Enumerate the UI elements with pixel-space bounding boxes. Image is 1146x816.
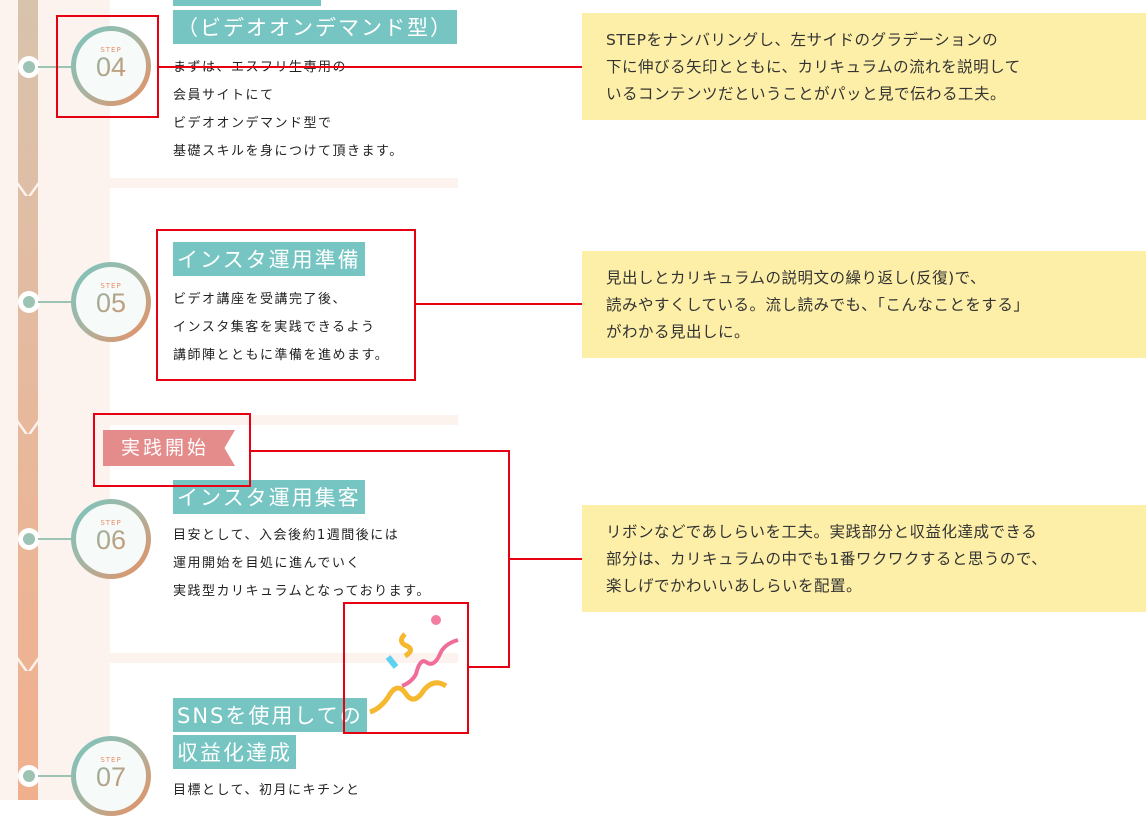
note-line: がわかる見出しに。 (606, 323, 751, 341)
section-divider (110, 415, 458, 425)
confetti-ribbon (369, 680, 448, 715)
step-title: インスタ運用準備 (173, 242, 365, 276)
note-line: STEPをナンバリングし、左サイドのグラデーションの (606, 31, 999, 49)
timeline-connector (38, 301, 74, 303)
annotation-box (56, 15, 159, 118)
confetti-dot (431, 615, 441, 625)
annotation-line (469, 666, 510, 668)
annotation-box (156, 229, 416, 381)
confetti-ribbon (399, 632, 413, 659)
step-description: ビデオ講座を受講完了後、インスタ集客を実践できるよう講師陣とともに準備を進めます… (173, 286, 389, 370)
ribbon-label: 実践開始 (103, 430, 235, 466)
section-divider (110, 653, 458, 663)
text-line: 目標として、初月にキチンと (173, 783, 361, 798)
step-title: （ビデオオンデマンド型） (173, 10, 457, 44)
note-line: 部分は、カリキュラムの中でも1番ワクワクすると思うので、 (606, 550, 1048, 568)
annotation-box (93, 413, 251, 487)
annotation-line (416, 303, 582, 305)
step-label: STEP (100, 46, 122, 54)
note-line: リボンなどであしらいを工夫。実践部分と収益化達成できる (606, 523, 1038, 541)
timeline-connector (38, 775, 74, 777)
annotation-box (343, 602, 469, 734)
step-description: 目安として、入会後約1週間後には運用開始を目処に進んでいく実践型カリキュラムとな… (173, 522, 431, 606)
section-divider (110, 178, 458, 188)
confetti-piece (385, 655, 399, 669)
step-title: 収益化達成 (173, 735, 296, 769)
note-line: いるコンテンツだということがパッと見で伝わる工夫。 (606, 85, 1007, 103)
step-label: STEP (100, 756, 122, 764)
step-number: 07 (76, 764, 146, 791)
text-line: 実践型カリキュラムとなっております。 (173, 584, 431, 599)
step-description: 目標として、初月にキチンと (173, 777, 360, 805)
annotation-note: リボンなどであしらいを工夫。実践部分と収益化達成できる部分は、カリキュラムの中で… (582, 505, 1146, 612)
step-number: 05 (76, 290, 146, 317)
confetti-decoration (369, 615, 459, 715)
step-label: STEP (100, 282, 122, 290)
timeline-dot (18, 291, 40, 313)
timeline-gradient-arrow (18, 0, 38, 800)
note-line: 見出しとカリキュラムの説明文の繰り返し(反復)で、 (606, 269, 987, 287)
text-line: 基礎スキルを身につけて頂きます。 (173, 144, 404, 159)
annotation-line (510, 558, 582, 560)
annotation-line (508, 450, 510, 668)
step-number: 06 (76, 527, 146, 554)
note-line: 読みやすくしている。流し読みでも、「こんなことをする」 (606, 296, 1030, 314)
step-label: STEP (100, 519, 122, 527)
timeline-connector (38, 538, 74, 540)
timeline-background (0, 0, 110, 800)
confetti-ribbon (401, 638, 459, 688)
step-title: SNSを使用しての (173, 698, 367, 732)
annotation-line (251, 450, 510, 452)
text-line: 会員サイトにて (173, 88, 275, 103)
heading-prev-fragment (173, 0, 321, 6)
timeline-dot (18, 528, 40, 550)
text-line: 目安として、入会後約1週間後には (173, 528, 400, 543)
text-line: まずは、エスフリ生専用の (173, 54, 404, 82)
note-line: 下に伸びる矢印とともに、カリキュラムの流れを説明して (606, 58, 1021, 76)
annotation-note: 見出しとカリキュラムの説明文の繰り返し(反復)で、読みやすくしている。流し読みで… (582, 251, 1146, 358)
annotation-note: STEPをナンバリングし、左サイドのグラデーションの下に伸びる矢印とともに、カリ… (582, 13, 1146, 120)
text-line: ビデオオンデマンド型で (173, 116, 333, 131)
text-line: 講師陣とともに準備を進めます。 (173, 348, 390, 363)
timeline-dot (18, 765, 40, 787)
note-line: 楽しげでかわいいあしらいを配置。 (606, 577, 863, 595)
text-line: インスタ集客を実践できるよう (173, 320, 376, 335)
timeline-dot (18, 56, 40, 78)
annotation-line (159, 66, 582, 68)
step-number: 04 (76, 54, 146, 81)
text-line: ビデオ講座を受講完了後、 (173, 292, 348, 307)
text-line: 運用開始を目処に進んでいく (173, 556, 361, 571)
step-description: まずは、エスフリ生専用の会員サイトにてビデオオンデマンド型で基礎スキルを身につけ… (173, 54, 404, 166)
